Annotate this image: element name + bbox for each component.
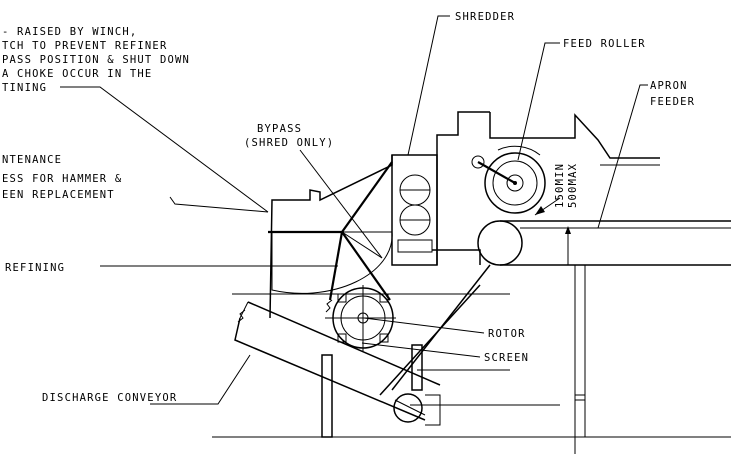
- apron-head-pulley: [477, 220, 523, 266]
- bypass-sublabel: (SHRED ONLY): [244, 137, 334, 149]
- feed-roller-pivot: [471, 155, 485, 169]
- refiner-housing: [268, 111, 660, 319]
- shredder-box: [391, 154, 438, 266]
- shredder-label: SHREDDER: [455, 11, 515, 23]
- feed-roller-label: FEED ROLLER: [563, 38, 646, 50]
- shredder-leader: [407, 15, 450, 156]
- lower-frame: [212, 264, 731, 454]
- maintenance-leader: [169, 196, 269, 213]
- winch-note-line-3: PASS POSITION & SHUT DOWN: [2, 54, 190, 66]
- winch-note-line-5: TINING: [2, 82, 47, 94]
- screen-label: SCREEN: [484, 352, 529, 364]
- conveyor-tail-pulley: [393, 393, 423, 423]
- bypass-leader: [299, 149, 383, 259]
- winch-leader: [60, 86, 269, 213]
- apron-leader: [597, 84, 648, 229]
- refining-chamber-arc: [271, 231, 393, 294]
- rotor-assembly: [325, 285, 396, 351]
- winch-note-line-4: A CHOKE OCCUR IN THE: [2, 68, 152, 80]
- winch-note-line-1: - RAISED BY WINCH,: [2, 26, 137, 38]
- apron-feeder: [477, 220, 731, 266]
- maintenance-note: NTENANCE ESS FOR HAMMER & EEN REPLACEMEN…: [2, 154, 122, 201]
- maintenance-note-line-1: NTENANCE: [2, 154, 62, 166]
- refining-label: REFINING: [5, 262, 65, 274]
- maintenance-note-line-2: ESS FOR HAMMER &: [2, 173, 122, 185]
- gap-max-label: 500MAX: [567, 163, 579, 208]
- winch-note-line-2: TCH TO PREVENT REFINER: [2, 40, 167, 52]
- gap-min-label: 150MIN: [554, 163, 566, 208]
- maintenance-note-line-3: EEN REPLACEMENT: [2, 189, 115, 201]
- feed-roller-leader: [517, 42, 560, 161]
- feeder-label: FEEDER: [650, 96, 695, 108]
- apron-label: APRON: [650, 80, 688, 92]
- feed-roller: [471, 145, 561, 216]
- discharge-conveyor-label: DISCHARGE CONVEYOR: [42, 392, 177, 404]
- discharge-leader: [150, 354, 251, 405]
- bypass-label: BYPASS: [257, 123, 302, 135]
- bypass-flap: [268, 161, 393, 234]
- feed-roller-outer: [484, 152, 546, 214]
- winch-note: - RAISED BY WINCH, TCH TO PREVENT REFINE…: [2, 26, 190, 94]
- rotor-label: ROTOR: [488, 328, 526, 340]
- rotor-leader: [363, 317, 485, 334]
